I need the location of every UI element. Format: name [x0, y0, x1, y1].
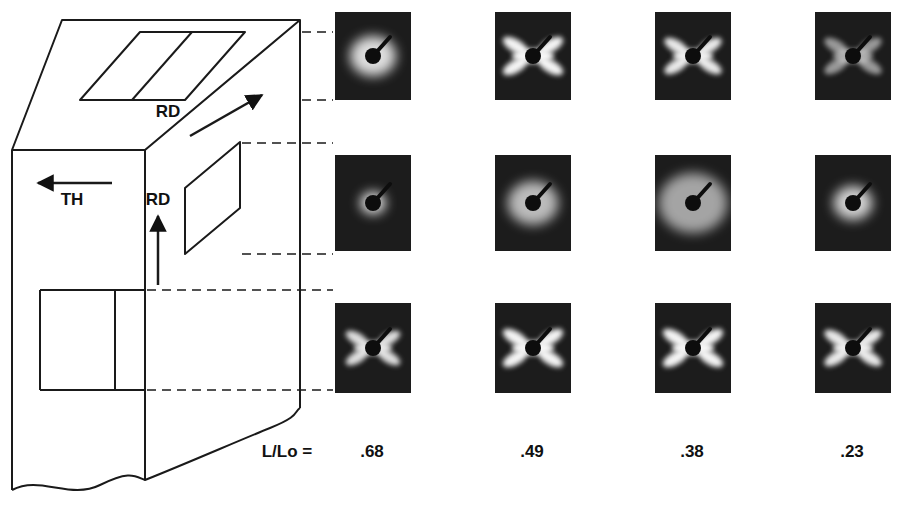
photo-ground	[335, 155, 411, 251]
rd-arrow	[157, 216, 160, 285]
beamstop	[525, 340, 541, 356]
xray-photo	[335, 12, 411, 100]
xray-photo	[335, 155, 411, 251]
photo-ground	[815, 303, 891, 393]
photo-ground	[495, 303, 571, 393]
top-window	[80, 32, 245, 100]
ratio-value: .23	[840, 443, 864, 462]
dashed-line	[302, 99, 333, 101]
xray-photo	[335, 303, 411, 393]
xray-photo	[815, 155, 891, 251]
beamstop	[845, 48, 861, 64]
cut-edge	[12, 408, 300, 490]
left-edge	[11, 150, 13, 490]
axis-label: L/Lo =	[262, 443, 313, 462]
photo-ground	[335, 303, 411, 393]
ratio-value: .38	[680, 443, 704, 462]
projection-lines	[147, 32, 333, 390]
front-window	[40, 290, 145, 390]
photo-ground	[655, 12, 731, 100]
specimen-block	[12, 20, 300, 490]
direction-arrows	[38, 95, 262, 285]
direction-label: RD	[146, 191, 171, 210]
xray-photo	[815, 303, 891, 393]
dashed-line	[302, 31, 333, 33]
diffraction-halo	[659, 173, 728, 233]
beamstop	[845, 340, 861, 356]
diffraction-halo	[350, 36, 396, 76]
rd-arrow	[190, 95, 262, 136]
direction-label: TH	[61, 191, 84, 210]
beamstop	[365, 48, 381, 64]
ratio-value: .49	[520, 443, 544, 462]
beamstop	[685, 195, 701, 211]
beamstop	[685, 340, 701, 356]
direction-label: RD	[156, 103, 181, 122]
front-edge	[144, 150, 146, 480]
dashed-line	[147, 389, 333, 391]
xray-photo	[815, 12, 891, 100]
photo-ground	[495, 12, 571, 100]
top-window-divider	[132, 32, 192, 100]
dashed-line	[147, 289, 333, 291]
xray-photo	[655, 155, 731, 251]
beamstop	[525, 195, 541, 211]
xray-patterns	[335, 12, 891, 393]
th-arrow	[38, 182, 112, 185]
xray-photo	[495, 12, 571, 100]
ratio-value: .68	[360, 443, 384, 462]
xray-photo	[495, 303, 571, 393]
dashed-line	[242, 253, 333, 255]
back-edge	[299, 20, 301, 408]
beamstop	[365, 195, 381, 211]
photo-ground	[655, 303, 731, 393]
xray-photo	[655, 12, 731, 100]
photo-ground	[655, 155, 731, 251]
beamstop	[845, 195, 861, 211]
photo-ground	[815, 155, 891, 251]
diffraction-halo	[508, 181, 559, 225]
beamstop	[365, 340, 381, 356]
dashed-line	[242, 142, 333, 144]
photo-ground	[815, 12, 891, 100]
beamstop	[685, 48, 701, 64]
diffraction-halo	[833, 186, 872, 220]
xray-photo	[655, 303, 731, 393]
side-window	[185, 142, 240, 254]
photo-ground	[335, 12, 411, 100]
top-face	[12, 20, 300, 150]
beamstop	[525, 48, 541, 64]
photo-ground	[495, 155, 571, 251]
xray-photo	[495, 155, 571, 251]
